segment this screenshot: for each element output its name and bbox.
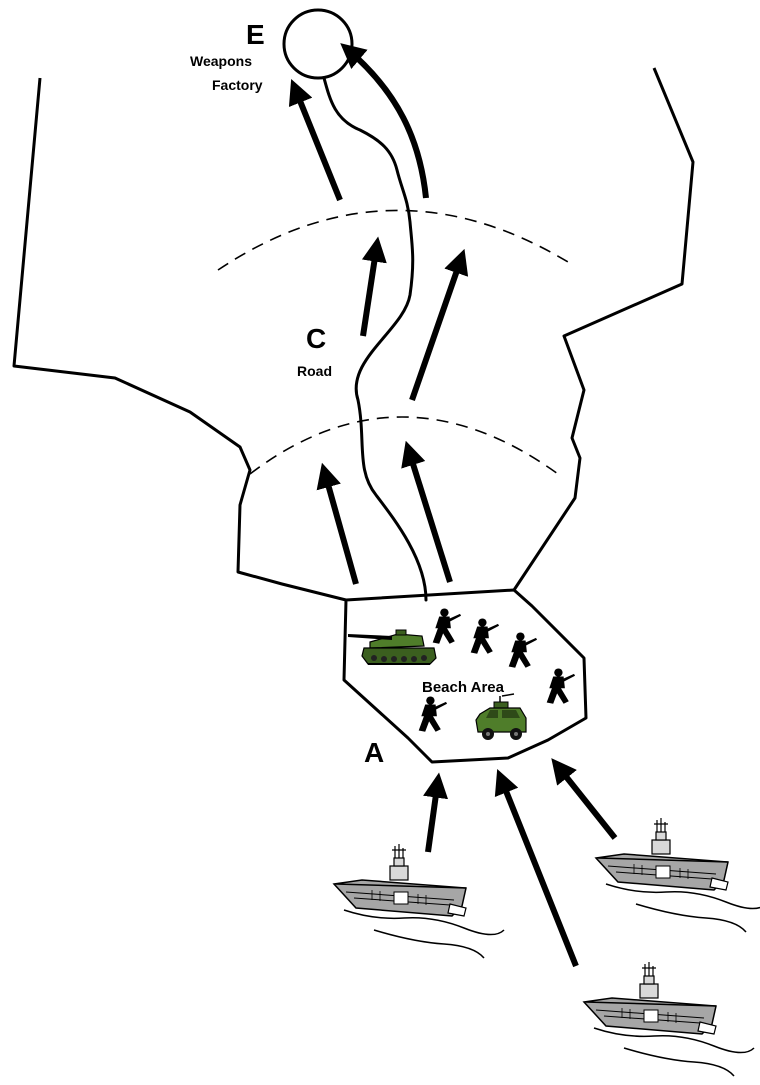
objective-e-name-line2: Factory [212,77,263,93]
soldier-icon [470,618,500,654]
arrow-to-factory-left [288,78,343,202]
landing-ship-icon [595,817,760,933]
objective-a-letter: A [364,737,384,768]
coastline-right [512,67,695,591]
arrow-ship3-to-beach [494,768,579,968]
coastline-left [12,77,347,602]
soldier-icon [546,668,576,704]
objective-e-name-line1: Weapons [190,53,252,69]
road [322,76,428,602]
arrow-to-factory-right [340,43,429,199]
landing-ship-icon [583,961,755,1077]
phase-line-lower [249,416,559,475]
objective-c-name: Road [297,363,332,379]
landing-ship-icon [333,843,505,959]
arrow-beach-to-phase-right [401,440,453,583]
beach-area-boundary [342,588,588,764]
humvee-icon [475,693,527,740]
arrow-beach-to-phase-left [316,462,359,585]
tank-icon [348,629,437,665]
beach-area-label: Beach Area [422,679,505,696]
arrow-ship1-to-beach [423,772,449,853]
objective-c-letter: C [306,323,326,354]
arrow-road-left [360,236,387,337]
objective-e-letter: E [246,19,265,50]
objective-e-circle [282,8,354,80]
arrow-road-right [409,248,469,401]
phase-line-upper [217,209,569,271]
soldier-icon [508,632,538,668]
soldier-icon [432,608,462,644]
arrow-ship2-to-beach [551,758,618,840]
soldier-icon [418,696,448,732]
